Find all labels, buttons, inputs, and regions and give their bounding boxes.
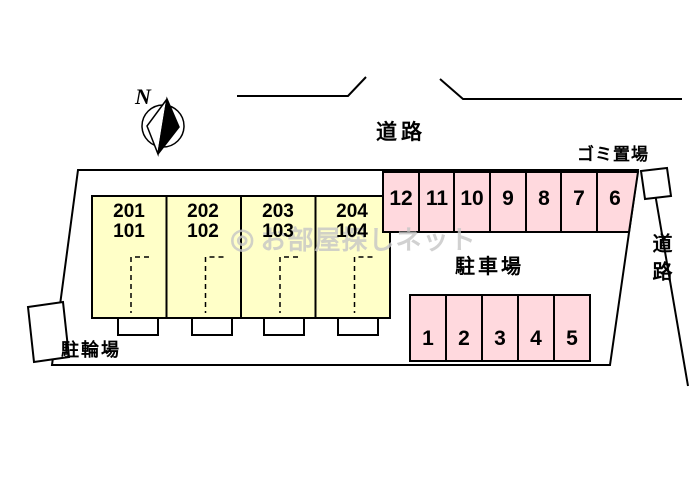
stair-dashed-mark [204, 256, 224, 313]
watermark-logo-icon: ◎ [230, 222, 256, 254]
garbage-station-box [639, 166, 673, 201]
parking-space-5: 5 [566, 327, 578, 350]
road-line-top-left [237, 76, 367, 97]
compass-needle-black [157, 96, 180, 155]
unit-upper: 201 [113, 201, 145, 222]
entrance-porch [117, 317, 159, 336]
unit-lower: 103 [262, 221, 294, 242]
parking-space-3: 3 [494, 327, 506, 350]
unit-label-202: 202 102 [166, 202, 240, 242]
parking-row-bottom [409, 294, 591, 362]
unit-upper: 204 [336, 201, 368, 222]
stair-dashed-mark [130, 256, 149, 313]
unit-label-201: 201 101 [92, 202, 166, 242]
parking-space-10: 10 [460, 187, 484, 210]
unit-label-204: 204 104 [315, 202, 389, 242]
parking-space-2: 2 [458, 327, 470, 350]
unit-upper: 202 [187, 201, 219, 222]
parking-space-1: 1 [422, 327, 434, 350]
watermark-text: お部屋探しネット [260, 225, 477, 255]
parking-space-11: 11 [425, 187, 449, 210]
road-line-top-right [439, 78, 682, 100]
entrance-porch [263, 317, 305, 336]
bicycle-parking-box [26, 300, 71, 364]
road-line-right [650, 169, 689, 387]
parking-space-6: 6 [609, 187, 621, 210]
unit-upper: 203 [262, 201, 294, 222]
entrance-porch [191, 317, 233, 336]
entrance-porch [337, 317, 379, 336]
unit-lower: 102 [187, 221, 219, 242]
garbage-area-label: ゴミ置場 [577, 145, 649, 164]
watermark: ◎ お部屋探しネット [230, 220, 476, 257]
stair-dashed-mark [353, 256, 373, 313]
parking-space-9: 9 [502, 187, 514, 210]
parking-space-7: 7 [573, 187, 585, 210]
road-label-top: 道路 [376, 121, 426, 144]
bicycle-area-label: 駐輪場 [61, 340, 121, 360]
unit-label-203: 203 103 [241, 202, 315, 242]
parking-space-12: 12 [389, 187, 413, 210]
unit-lower: 104 [336, 221, 368, 242]
parking-space-4: 4 [530, 327, 542, 350]
stair-dashed-mark [279, 256, 298, 313]
compass-north-label: N [135, 84, 151, 109]
road-label-right: 道路 [649, 233, 671, 289]
parking-lot-label: 駐車場 [455, 256, 524, 278]
parking-row-top [382, 171, 640, 233]
parking-space-8: 8 [538, 187, 550, 210]
unit-lower: 101 [113, 221, 145, 242]
